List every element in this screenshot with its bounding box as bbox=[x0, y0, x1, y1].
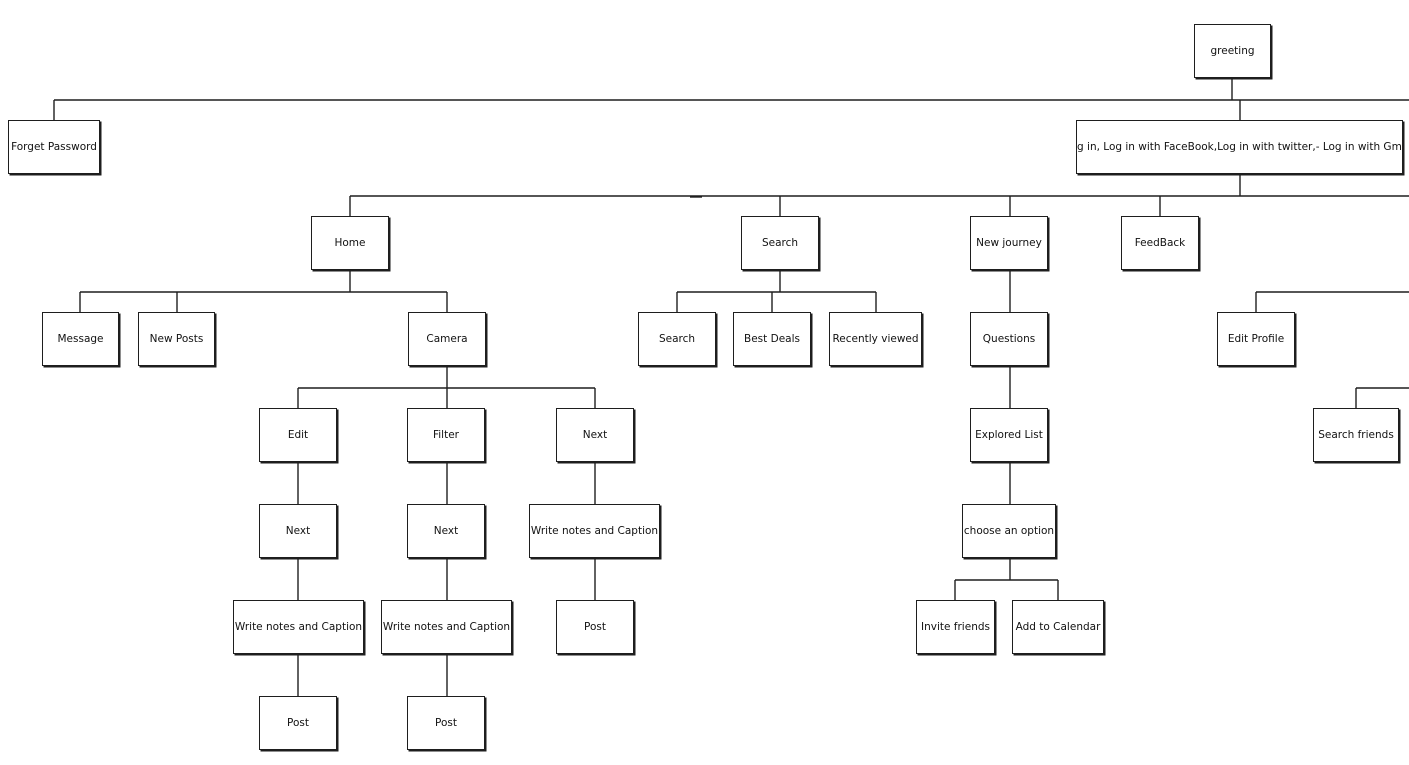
node-invite-friends: Invite friends bbox=[916, 600, 995, 654]
node-choose-option: choose an option bbox=[962, 504, 1056, 558]
node-recently-viewed: Recently viewed bbox=[829, 312, 922, 366]
node-home: Home bbox=[311, 216, 389, 270]
node-post-next: Post bbox=[556, 600, 634, 654]
node-message: Message bbox=[42, 312, 119, 366]
node-add-to-calendar: Add to Calendar bbox=[1012, 600, 1104, 654]
node-next-camera: Next bbox=[556, 408, 634, 462]
node-filter: Filter bbox=[407, 408, 485, 462]
node-post-filter: Post bbox=[407, 696, 485, 750]
node-next-filter: Next bbox=[407, 504, 485, 558]
node-login: Log in, Log in with FaceBook,Log in with… bbox=[1076, 120, 1403, 174]
node-explored-list: Explored List bbox=[970, 408, 1048, 462]
node-camera: Camera bbox=[408, 312, 486, 366]
node-write-notes-next: Write notes and Caption bbox=[529, 504, 660, 558]
node-write-notes-edit: Write notes and Caption bbox=[233, 600, 364, 654]
node-search-sub: Search bbox=[638, 312, 716, 366]
node-search: Search bbox=[741, 216, 819, 270]
node-edit-profile: Edit Profile bbox=[1217, 312, 1295, 366]
node-search-friends: Search friends bbox=[1313, 408, 1399, 462]
node-write-notes-filter: Write notes and Caption bbox=[381, 600, 512, 654]
node-edit: Edit bbox=[259, 408, 337, 462]
node-new-journey: New journey bbox=[970, 216, 1048, 270]
node-new-posts: New Posts bbox=[138, 312, 215, 366]
node-best-deals: Best Deals bbox=[733, 312, 811, 366]
node-questions: Questions bbox=[970, 312, 1048, 366]
node-forget-password: Forget Password bbox=[8, 120, 100, 174]
node-post-edit: Post bbox=[259, 696, 337, 750]
node-next-edit: Next bbox=[259, 504, 337, 558]
node-feedback: FeedBack bbox=[1121, 216, 1199, 270]
node-greeting: greeting bbox=[1194, 24, 1271, 78]
